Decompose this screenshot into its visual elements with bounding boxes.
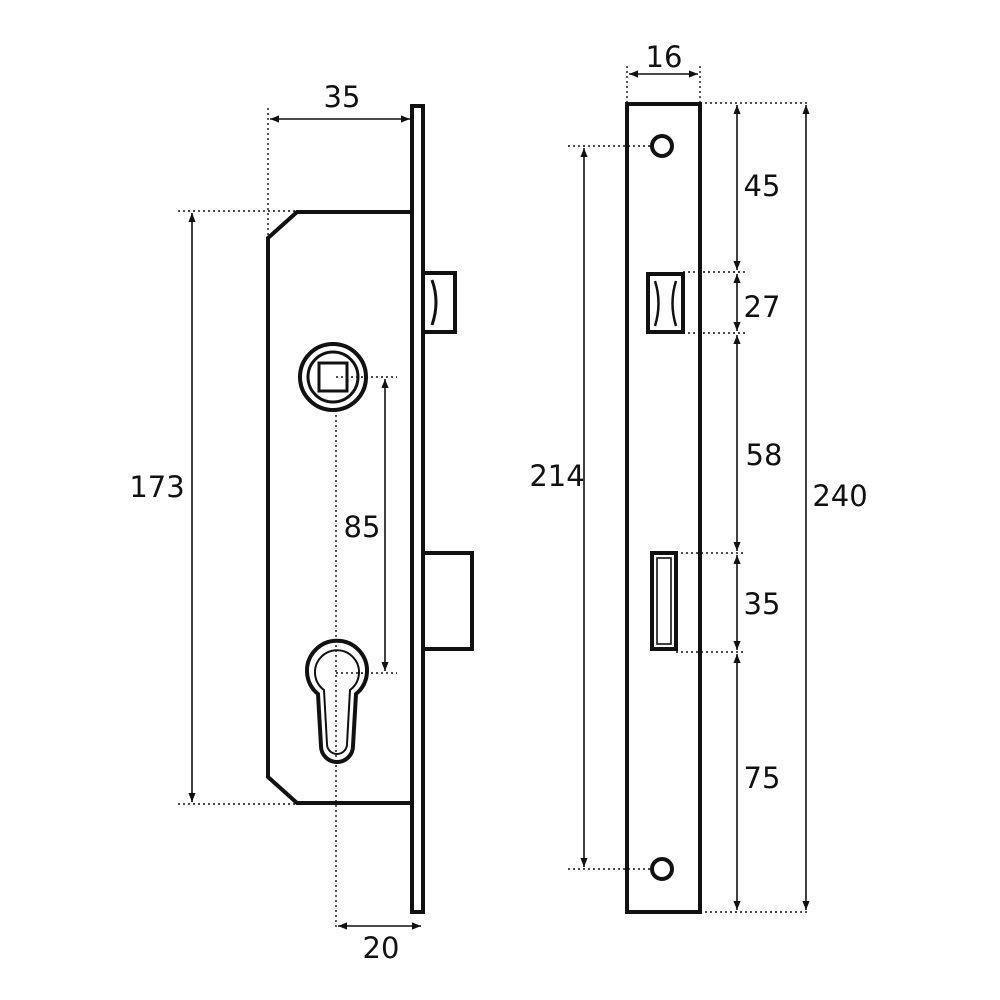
front-faceplate bbox=[625, 102, 702, 914]
screw-hole-top bbox=[650, 134, 674, 158]
dim-backset: 20 bbox=[363, 931, 400, 965]
dim-screw-distance: 214 bbox=[529, 459, 584, 493]
side-extension-lines bbox=[178, 108, 397, 930]
dim-bolt-window: 35 bbox=[744, 587, 781, 621]
dim-faceplate-width: 16 bbox=[646, 40, 683, 74]
latch-window bbox=[646, 272, 685, 334]
dim-segment-top: 45 bbox=[744, 169, 781, 203]
dim-body-height: 173 bbox=[129, 470, 184, 504]
dim-segment-bottom: 75 bbox=[744, 761, 781, 795]
dead-bolt bbox=[421, 551, 474, 651]
cylinder-hole bbox=[305, 638, 369, 764]
front-extension-lines bbox=[568, 66, 810, 913]
dim-latch-window: 27 bbox=[744, 290, 781, 324]
bolt-window bbox=[650, 551, 678, 651]
dim-segment-mid: 58 bbox=[746, 438, 783, 472]
side-view: 35 173 85 20 bbox=[129, 80, 474, 965]
screw-hole-bottom bbox=[650, 857, 674, 881]
dim-backset-depth: 35 bbox=[324, 80, 361, 114]
latch-bolt bbox=[421, 271, 457, 334]
lock-case bbox=[266, 210, 414, 805]
dim-center-distance: 85 bbox=[344, 510, 381, 544]
front-view: 16 214 240 45 27 58 35 75 bbox=[529, 40, 868, 914]
dim-faceplate-length: 240 bbox=[812, 479, 867, 513]
